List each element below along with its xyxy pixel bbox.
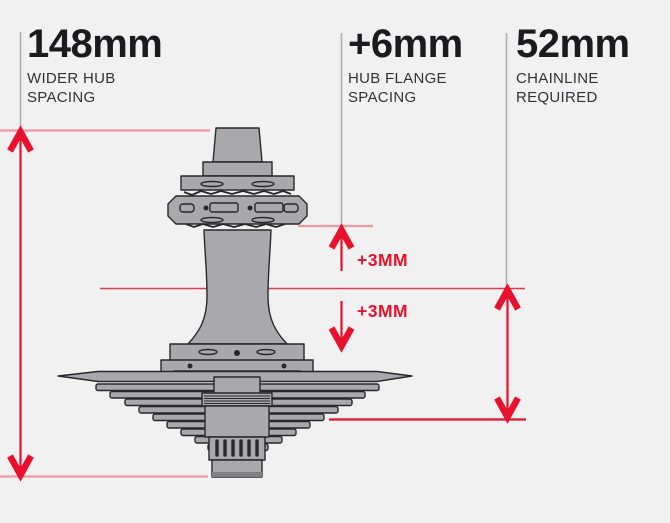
freehub-body: [204, 405, 270, 438]
arrowhead-up-3mm: [328, 223, 355, 250]
callout-description-line2: SPACING: [27, 89, 96, 106]
offset-label-upper: +3MM: [357, 250, 408, 270]
spoke-hole: [256, 348, 276, 356]
pawl-pin-left: [203, 205, 209, 211]
flange-bolt: [187, 363, 193, 369]
pawl-pin-right: [247, 205, 253, 211]
pawl-slot-left: [179, 203, 195, 213]
arrowhead-down-148mm: [7, 454, 34, 482]
lockring-slots: [215, 439, 259, 457]
callout-wider-hub-spacing: 148mm WIDER HUB SPACING: [27, 22, 163, 107]
hub-axle-top: [212, 127, 263, 163]
spoke-hole: [198, 348, 218, 356]
callout-description: HUB FLANGE SPACING: [348, 69, 463, 107]
hub-cassette-illustration: [57, 127, 413, 478]
hub-shell-body: [187, 229, 288, 345]
callout-description: CHAINLINE REQUIRED: [516, 69, 630, 107]
dimension-arrows: [7, 125, 526, 482]
callout-description-line1: CHAINLINE: [516, 70, 599, 87]
callout-chainline-required: 52mm CHAINLINE REQUIRED: [516, 24, 630, 107]
freehub-neck: [213, 376, 261, 395]
offset-label-lower: +3MM: [357, 301, 408, 321]
hub-locknut: [202, 161, 273, 177]
freehub-spline-ribs: [204, 395, 270, 405]
callout-value: 52mm: [516, 22, 630, 66]
pawl-window-left: [209, 202, 239, 213]
callout-hub-flange-spacing: +6mm HUB FLANGE SPACING: [348, 24, 463, 107]
spoke-hole: [234, 350, 240, 356]
bearing-detail: [200, 216, 224, 224]
arrowhead-down-3mm: [328, 326, 355, 353]
callout-description-line2: REQUIRED: [516, 89, 598, 106]
arrowhead-up-148mm: [7, 125, 34, 153]
callout-guide-lines: [19, 32, 508, 287]
callout-value: +6mm: [348, 22, 463, 66]
reference-lines: [0, 129, 373, 478]
bearing-detail: [251, 180, 275, 188]
hub-axle-bottom-shadow: [212, 472, 262, 477]
flange-bolt: [281, 363, 287, 369]
arrowhead-down-52mm: [494, 396, 521, 424]
ratchet-teeth-upper: [183, 190, 292, 196]
arrowhead-up-52mm: [494, 283, 521, 311]
callout-description-line1: HUB FLANGE: [348, 70, 447, 87]
bearing-detail: [200, 180, 224, 188]
hub-flange-cap: [180, 175, 295, 191]
ratchet-teeth-lower: [185, 223, 286, 228]
pawl-slot-right: [283, 203, 299, 213]
callout-description-line1: WIDER HUB: [27, 70, 116, 87]
callout-description: WIDER HUB SPACING: [27, 69, 162, 107]
pawl-window-right: [254, 202, 284, 213]
callout-value: 148mm: [27, 22, 163, 66]
callout-description-line2: SPACING: [348, 89, 417, 106]
bearing-detail: [251, 216, 275, 224]
